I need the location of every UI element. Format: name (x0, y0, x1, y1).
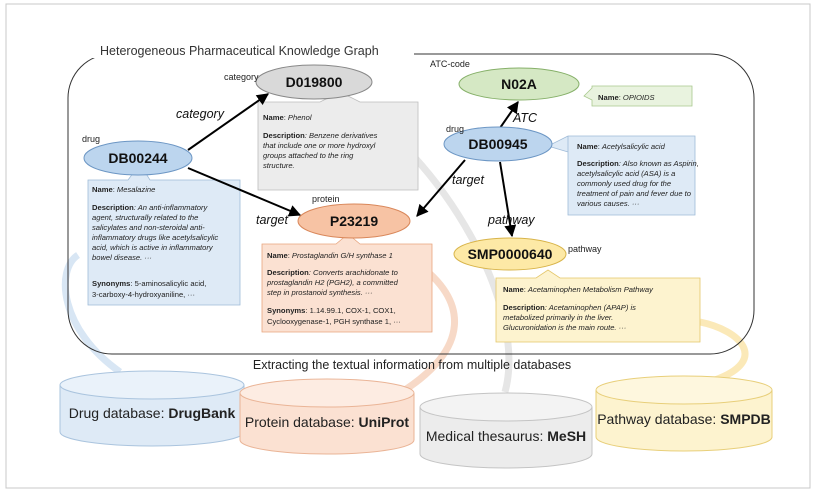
svg-text:Name: OPIOIDS: Name: OPIOIDS (598, 93, 655, 102)
edge-label-atc: ATC (512, 111, 538, 125)
edge-label-target-left: target (256, 213, 288, 227)
svg-text:step in prostanoid synthesis.: step in prostanoid synthesis. ··· (267, 288, 373, 297)
db-mesh: Medical thesaurus: MeSH (419, 392, 593, 469)
svg-text:bowel disease. ···: bowel disease. ··· (92, 253, 152, 262)
uniprot-connector (398, 259, 459, 396)
edge-pathway (499, 161, 517, 238)
edge-target-left (187, 167, 302, 217)
svg-text:that include one or more hydro: that include one or more hydroxyl (263, 141, 376, 150)
svg-text:groups attached to the ring: groups attached to the ring (263, 151, 354, 160)
svg-text:Name: Phenol: Name: Phenol (263, 113, 312, 122)
pathway-card-acetaminophen: Name: Acetaminophen Metabolism Pathway D… (495, 269, 701, 343)
svg-text:Name: Acetaminophen Metabolism: Name: Acetaminophen Metabolism Pathway (503, 285, 654, 294)
node-d019800: D019800 category (224, 64, 373, 100)
db-smpdb: Pathway database: SMPDB (595, 375, 773, 452)
svg-text:3-carboxy-4-hydroxyaniline, ··: 3-carboxy-4-hydroxyaniline, ··· (92, 290, 195, 299)
node-p23219: P23219 protein (297, 194, 411, 239)
node-type-pathway: pathway (568, 244, 602, 254)
svg-text:acetylsalicylic acid (ASA) is: acetylsalicylic acid (ASA) is a (577, 169, 675, 178)
svg-text:P23219: P23219 (330, 213, 378, 229)
svg-text:SMP0000640: SMP0000640 (468, 246, 553, 262)
svg-text:Description: Also known as Asp: Description: Also known as Aspirin, (577, 159, 699, 168)
drug-card-mesalazine: Name: Mesalazine Description: An anti-in… (87, 163, 241, 306)
svg-text:salicylates and non-steroidal: salicylates and non-steroidal anti- (92, 223, 205, 232)
svg-text:Name: Mesalazine: Name: Mesalazine (92, 185, 155, 194)
edge-label-target-right: target (452, 173, 484, 187)
protein-card-box (261, 233, 433, 333)
node-type-category: category (224, 72, 259, 82)
graph-title: Heterogeneous Pharmaceutical Knowledge G… (100, 44, 379, 58)
edge-atc (499, 101, 519, 129)
svg-text:prostaglandin H2 (PGH2), a com: prostaglandin H2 (PGH2), a committed (266, 278, 399, 287)
edge-target-right (416, 159, 466, 217)
node-db00244: DB00244 drug (82, 134, 193, 176)
svg-text:Description: Converts arachido: Description: Converts arachidonate to (267, 268, 398, 277)
node-type-atc-code: ATC-code (430, 59, 470, 69)
svg-text:agent, structurally related to: agent, structurally related to the (92, 213, 198, 222)
protein-card-prostaglandin: Name: Prostaglandin G/H synthase 1 Descr… (261, 233, 433, 333)
category-card-box (257, 91, 419, 191)
svg-text:Cyclooxygenase-1, PGH synthase: Cyclooxygenase-1, PGH synthase 1, ··· (267, 317, 401, 326)
svg-text:Name: Acetylsalicylic acid: Name: Acetylsalicylic acid (577, 142, 666, 151)
atc-card-box (583, 85, 693, 107)
svg-text:various causes. ···: various causes. ··· (577, 199, 639, 208)
svg-text:DB00945: DB00945 (468, 136, 527, 152)
svg-text:Description: Acetaminophen (AP: Description: Acetaminophen (APAP) is (503, 303, 636, 312)
category-card-phenol: Name: Phenol Description: Benzene deriva… (257, 91, 419, 191)
svg-text:inflammatory drugs like acetyl: inflammatory drugs like acetylsalicylic (92, 233, 218, 242)
svg-text:Description: An anti-inflammat: Description: An anti-inflammatory (92, 203, 209, 212)
svg-text:structure.: structure. (263, 161, 295, 170)
drug2-card-box (546, 135, 696, 216)
svg-text:N02A: N02A (501, 76, 537, 92)
node-type-drug-2: drug (446, 124, 464, 134)
svg-text:Synonyms: 5-aminosalicylic aci: Synonyms: 5-aminosalicylic acid, (92, 279, 206, 288)
svg-text:commonly used drug for the: commonly used drug for the (577, 179, 671, 188)
node-type-drug: drug (82, 134, 100, 144)
drug-card-acetylsalicylic-acid: Name: Acetylsalicylic acid Description: … (546, 135, 699, 216)
db-uniprot: Protein database: UniProt (239, 378, 415, 455)
edge-category (187, 93, 269, 151)
svg-text:Description: Benzene derivativ: Description: Benzene derivatives (263, 131, 378, 140)
svg-text:acid, which is active in infla: acid, which is active in inflammatory (92, 243, 214, 252)
svg-text:Medical thesaurus: MeSH: Medical thesaurus: MeSH (426, 428, 586, 444)
edge-label-pathway: pathway (487, 213, 535, 227)
svg-text:Pathway database: SMPDB: Pathway database: SMPDB (597, 411, 771, 427)
node-db00945: DB00945 drug (443, 124, 553, 162)
node-n02a: N02A ATC-code (430, 59, 580, 101)
node-smp0000640: SMP0000640 pathway (453, 237, 602, 271)
svg-text:Drug database: DrugBank: Drug database: DrugBank (69, 405, 236, 421)
smpdb-connector (699, 318, 749, 384)
svg-text:Glucuronidation is the main ro: Glucuronidation is the main route. ··· (503, 323, 626, 332)
edge-label-category: category (176, 107, 225, 121)
svg-text:Name: Prostaglandin G/H syntha: Name: Prostaglandin G/H synthase 1 (267, 251, 393, 260)
svg-text:Protein database: UniProt: Protein database: UniProt (245, 414, 410, 430)
extract-caption: Extracting the textual information from … (253, 358, 571, 372)
svg-text:DB00244: DB00244 (108, 150, 167, 166)
svg-text:D019800: D019800 (286, 74, 343, 90)
drug-card-box (87, 163, 241, 306)
node-type-protein: protein (312, 194, 340, 204)
pathway-card-box (495, 269, 701, 343)
svg-text:metabolized primarily in the l: metabolized primarily in the liver. (503, 313, 613, 322)
db-drugbank: Drug database: DrugBank (59, 370, 245, 447)
svg-text:Synonyms: 1.14.99.1, COX-1, CO: Synonyms: 1.14.99.1, COX-1, COX1, (267, 306, 396, 315)
atc-card-opioids: Name: OPIOIDS (583, 85, 693, 107)
svg-text:treatment of pain and fever du: treatment of pain and fever due to (577, 189, 691, 198)
